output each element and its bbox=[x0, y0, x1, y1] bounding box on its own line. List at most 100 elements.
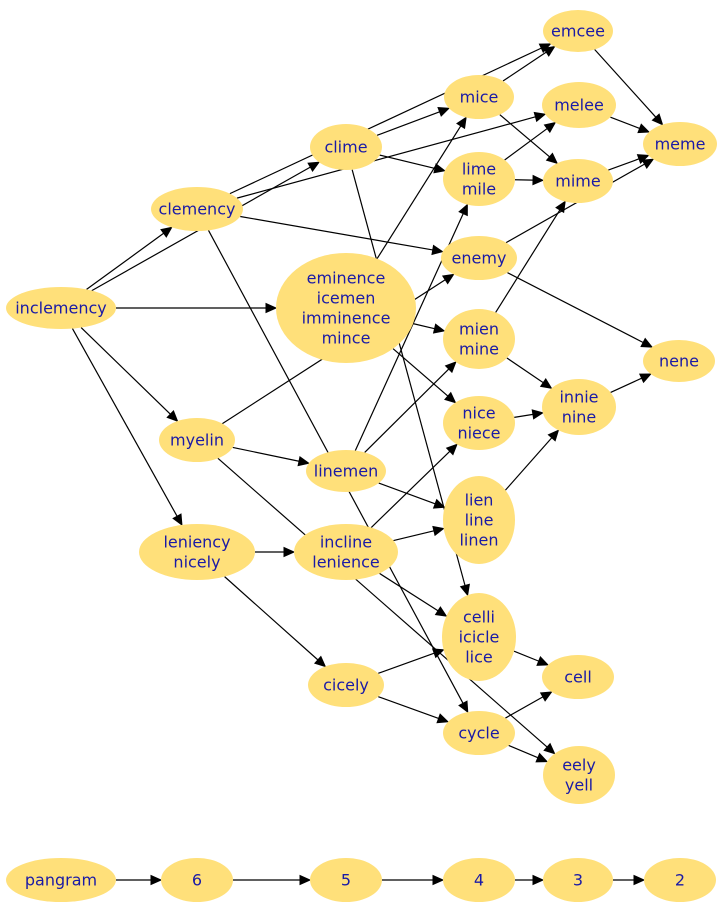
node-label: 3 bbox=[573, 871, 583, 890]
node-ellipse bbox=[310, 124, 382, 170]
edge-mien-to-innie bbox=[506, 357, 553, 389]
node-meme: meme bbox=[643, 122, 717, 166]
edge-line bbox=[378, 696, 439, 719]
arrowhead bbox=[532, 874, 545, 886]
edge-line bbox=[495, 209, 561, 313]
arrowhead bbox=[536, 656, 550, 666]
arrowhead bbox=[431, 244, 444, 256]
edge-clime-to-mice bbox=[376, 107, 451, 136]
edge-line bbox=[594, 49, 657, 118]
edge-eminence-to-mice bbox=[376, 116, 467, 260]
node-ellipse bbox=[443, 711, 515, 755]
node-label: melee bbox=[554, 96, 604, 115]
edge-eminence-to-nice bbox=[392, 348, 457, 404]
edge-clemency-to-enemy bbox=[240, 215, 444, 256]
node-nene: nene bbox=[643, 340, 715, 382]
edge-line bbox=[376, 125, 462, 260]
node-label: lenience bbox=[312, 553, 380, 572]
edge-cycle-to-cell bbox=[505, 691, 553, 719]
node-ellipse bbox=[306, 450, 386, 492]
arrowhead bbox=[651, 113, 664, 126]
node-label: cell bbox=[564, 668, 592, 687]
edge-line bbox=[514, 413, 534, 418]
node-label: clemency bbox=[159, 200, 236, 219]
edge-inclemency-to-clemency bbox=[86, 226, 173, 290]
node-ellipse bbox=[443, 476, 515, 564]
node-ellipse bbox=[294, 524, 398, 580]
arrowhead bbox=[265, 302, 278, 314]
node-label: cycle bbox=[458, 724, 499, 743]
edge-line bbox=[392, 348, 449, 397]
edge-line bbox=[505, 163, 645, 244]
edge-n4-to-n3 bbox=[515, 874, 545, 886]
edge-incline-to-celli bbox=[379, 572, 448, 617]
node-n4: 4 bbox=[443, 858, 515, 902]
arrowhead bbox=[441, 273, 455, 285]
node-ellipse bbox=[161, 858, 233, 902]
node-cycle: cycle bbox=[443, 711, 515, 755]
node-label: 4 bbox=[474, 871, 484, 890]
edge-line bbox=[412, 323, 435, 330]
node-ellipse bbox=[543, 159, 613, 203]
node-label: linen bbox=[459, 531, 498, 550]
edge-linemen-to-lien bbox=[378, 482, 446, 509]
node-label: cicely bbox=[323, 676, 369, 695]
node-enemy: enemy bbox=[441, 236, 517, 280]
arrowhead bbox=[543, 742, 556, 755]
edge-line bbox=[379, 572, 439, 612]
node-label: yell bbox=[565, 776, 593, 795]
node-label: imminence bbox=[302, 309, 391, 328]
edge-incline-to-nice bbox=[370, 443, 458, 528]
arrowhead bbox=[636, 154, 650, 164]
node-label: icicle bbox=[459, 628, 500, 647]
edge-line bbox=[86, 232, 165, 290]
node-ellipse bbox=[542, 655, 614, 699]
node-ellipse bbox=[276, 253, 416, 363]
node-label: mime bbox=[555, 172, 600, 191]
edge-line bbox=[610, 116, 640, 129]
edge-line bbox=[217, 457, 548, 748]
node-label: innie bbox=[559, 388, 598, 407]
node-ellipse bbox=[308, 663, 384, 707]
arrowhead bbox=[542, 45, 556, 57]
node-ellipse bbox=[159, 418, 235, 462]
edge-n6-to-n5 bbox=[233, 874, 312, 886]
arrowhead bbox=[297, 455, 311, 467]
node-label: nicely bbox=[173, 553, 220, 572]
edge-celli-to-cell bbox=[513, 650, 550, 666]
node-ellipse bbox=[444, 75, 514, 119]
edge-inclemency-to-myelin bbox=[80, 327, 179, 422]
node-label: mince bbox=[322, 329, 371, 348]
arrowhead bbox=[432, 525, 445, 537]
edge-n5-to-n4 bbox=[382, 874, 445, 886]
node-label: 2 bbox=[675, 871, 685, 890]
edge-mice-to-mime bbox=[499, 114, 559, 165]
edge-emcee-to-meme bbox=[594, 49, 664, 126]
node-melee: melee bbox=[542, 82, 616, 128]
edge-nice-to-innie bbox=[514, 409, 545, 420]
node-label: nice bbox=[462, 404, 495, 423]
node-label: enemy bbox=[452, 249, 507, 268]
arrowhead bbox=[445, 443, 458, 456]
arrowhead bbox=[313, 655, 327, 668]
edge-enemy-to-meme bbox=[505, 158, 655, 244]
node-clime: clime bbox=[310, 124, 382, 170]
node-clemency: clemency bbox=[151, 187, 243, 231]
node-label: nine bbox=[562, 408, 597, 427]
node-ellipse bbox=[542, 82, 616, 128]
edge-line bbox=[505, 696, 544, 719]
edge-line bbox=[240, 215, 433, 251]
arrowhead bbox=[444, 361, 457, 374]
node-mice: mice bbox=[444, 75, 514, 119]
arrowhead bbox=[640, 337, 654, 348]
node-n3: 3 bbox=[543, 858, 613, 902]
node-pangram: pangram bbox=[6, 858, 116, 902]
edge-line bbox=[506, 357, 544, 384]
node-label: linemen bbox=[314, 462, 378, 481]
node-n5: 5 bbox=[310, 858, 382, 902]
node-myelin: myelin bbox=[159, 418, 235, 462]
